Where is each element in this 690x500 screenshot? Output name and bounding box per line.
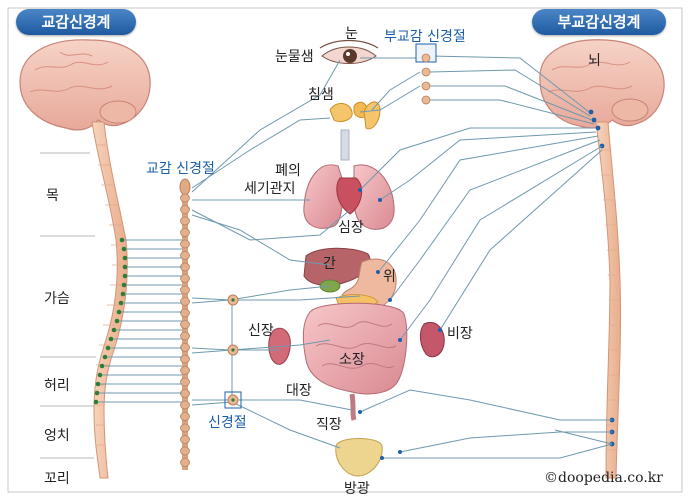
chain-ganglion <box>180 308 190 318</box>
chain-ganglion <box>180 400 190 410</box>
sympathetic-fibers <box>191 59 361 449</box>
sympathetic-system-badge: 교감신경계 <box>16 9 136 35</box>
label-small-intestine: 소장 <box>339 352 365 368</box>
parasympathetic-cord-segments <box>599 149 620 451</box>
outflow-dot <box>122 264 128 270</box>
label-spleen: 비장 <box>447 326 473 342</box>
chain-ganglion <box>180 331 190 341</box>
sympathetic-brain <box>19 39 151 131</box>
label-bronchioles: 세기관지 <box>244 181 296 197</box>
chain-ganglion <box>180 193 190 203</box>
outflow-dot <box>97 372 103 378</box>
outflow-dot <box>122 255 128 261</box>
outflow-dot <box>94 390 100 396</box>
sympathetic-cord-segments <box>95 144 125 446</box>
region-label-neck: 목 <box>46 188 59 204</box>
chain-ganglion <box>180 297 190 306</box>
outflow-dot <box>116 309 122 315</box>
outflow-dot <box>121 282 127 288</box>
label-rectum: 직장 <box>316 417 342 433</box>
parasympathetic-system-badge: 부교감신경계 <box>532 9 666 35</box>
label-tear-gland: 눈물샘 <box>275 49 314 65</box>
region-label-coccyx: 꼬리 <box>44 471 70 487</box>
label-lung: 폐의 <box>275 163 301 179</box>
label-stomach: 위 <box>383 269 396 285</box>
parasympathetic-organ-dots <box>358 188 442 460</box>
region-label-lumbar: 허리 <box>44 378 70 394</box>
chain-ganglion <box>180 251 190 260</box>
parasympathetic-ganglion-box <box>415 43 437 105</box>
chain-ganglion <box>180 446 190 456</box>
chain-ganglion <box>180 366 190 375</box>
spleen-illustration <box>419 322 445 358</box>
outflow-dot <box>121 246 127 252</box>
label-parasympathetic-ganglion: 부교감 신경절 <box>384 29 466 45</box>
label-large-intestine: 대장 <box>286 383 312 399</box>
chain-ganglion <box>180 377 190 387</box>
parasympathetic-brain <box>539 39 665 129</box>
parasympathetic-spinal-cord <box>595 121 622 479</box>
outflow-dot <box>93 399 99 405</box>
bladder-illustration <box>335 438 383 477</box>
outflow-dot <box>118 300 124 306</box>
chain-ganglion <box>180 423 190 433</box>
label-ganglion: 신경절 <box>208 415 247 431</box>
label-heart: 심장 <box>338 220 364 236</box>
label-brain: 뇌 <box>588 53 601 69</box>
label-eye: 눈 <box>345 26 358 42</box>
chain-ganglion <box>180 205 190 214</box>
chain-ganglion <box>180 412 190 421</box>
chain-ganglion <box>180 274 190 283</box>
chain-ganglion <box>180 354 190 364</box>
chain-ganglion <box>180 435 190 444</box>
chain-ganglion <box>180 458 190 467</box>
cord-to-chain-fibers <box>98 239 182 403</box>
outflow-dot <box>122 273 128 279</box>
outflow-dot <box>108 336 114 342</box>
parasympathetic-fibers <box>359 55 613 459</box>
eye-illustration <box>319 39 379 64</box>
outflow-dot <box>105 345 111 351</box>
chain-ganglion <box>180 320 190 329</box>
salivary-gland-illustration <box>329 101 381 130</box>
sympathetic-spinal-cord <box>91 121 128 479</box>
region-label-chest: 가슴 <box>44 291 70 307</box>
label-sympathetic-ganglion: 교감 신경절 <box>146 161 215 177</box>
outflow-dot <box>114 318 120 324</box>
label-liver: 간 <box>323 256 336 272</box>
chain-ganglion <box>180 285 190 295</box>
intestines-illustration <box>302 302 408 421</box>
region-label-sacral: 엉치 <box>44 428 70 444</box>
outflow-dot <box>99 363 105 369</box>
label-bladder: 방광 <box>344 481 370 497</box>
prevertebral-ganglia <box>224 294 242 409</box>
label-kidney: 신장 <box>248 323 274 339</box>
outflow-dot <box>111 327 117 333</box>
outflow-dot <box>120 291 126 297</box>
outflow-dot <box>95 381 101 387</box>
outflow-dot <box>102 354 108 360</box>
chain-ganglion <box>180 239 190 249</box>
trachea-lungs-illustration <box>303 129 395 230</box>
region-dividers <box>40 152 96 459</box>
copyright-notice: ©doopedia.co.kr <box>544 470 663 486</box>
sympathetic-chain-ganglia <box>180 193 190 467</box>
outflow-dot <box>119 237 125 243</box>
chain-ganglion <box>180 216 190 226</box>
thoracolumbar-outflow-dots <box>93 237 128 405</box>
chain-ganglion <box>180 228 190 237</box>
label-salivary-gland: 침샘 <box>308 87 334 103</box>
